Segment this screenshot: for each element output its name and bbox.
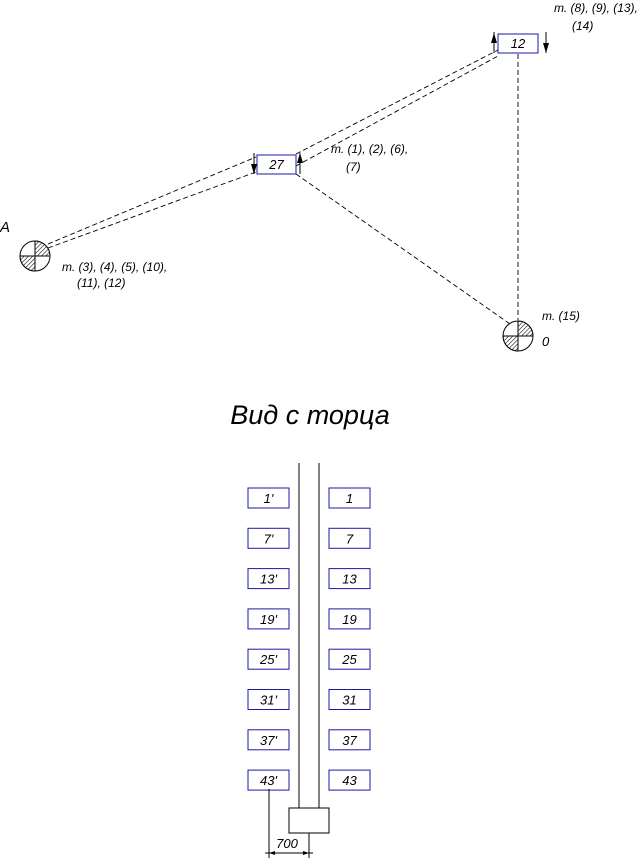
- left-box: [247, 568, 290, 590]
- point-o-label: 0: [542, 334, 550, 349]
- right-box-label: 25: [341, 652, 357, 667]
- left-box-label: 7': [264, 531, 274, 546]
- arrow-down-icon: [543, 43, 549, 53]
- dashed-connection-lines: [47, 49, 519, 325]
- left-box: [247, 689, 290, 710]
- right-box-label: 13: [342, 572, 357, 587]
- arrow-right-icon: [303, 851, 309, 855]
- box-27-note-line1: т. (1), (2), (6),: [331, 142, 408, 156]
- box-27-note-line2: (7): [346, 160, 361, 174]
- right-box: [328, 689, 371, 710]
- end-view-column: [288, 463, 330, 834]
- left-box-label: 25': [259, 652, 277, 667]
- point-a-symbol: [19, 240, 51, 272]
- dimension-label: 700: [276, 836, 298, 851]
- right-box-label: 37: [342, 733, 357, 748]
- left-box-label: 19': [260, 612, 277, 627]
- right-box: [328, 568, 371, 590]
- left-box-label: 43': [260, 773, 277, 788]
- point-o-symbol: [502, 320, 534, 352]
- box-12: 12: [491, 32, 549, 54]
- arrow-up-icon: [491, 33, 497, 43]
- box-12-note-line1: т. (8), (9), (13),: [554, 1, 638, 15]
- arrow-left-icon: [269, 851, 275, 855]
- right-box-label: 7: [346, 531, 354, 546]
- left-box: [247, 487, 290, 509]
- left-box: [247, 648, 290, 670]
- right-box: [328, 769, 371, 791]
- left-box: [247, 729, 290, 751]
- box-12-label: 12: [511, 36, 526, 51]
- point-a-note-line1: т. (3), (4), (5), (10),: [62, 260, 167, 274]
- right-box-column: 1 7 13 19 25 31 37 43: [328, 487, 371, 791]
- box-27-label: 27: [268, 157, 284, 172]
- right-box-label: 1: [346, 491, 353, 506]
- right-box: [328, 608, 371, 630]
- left-box-label: 31': [260, 693, 277, 708]
- left-box-label: 1': [264, 491, 274, 506]
- point-o-note: т. (15): [542, 309, 580, 323]
- end-view-title: Вид с торца: [230, 400, 389, 430]
- left-box-label: 13': [260, 572, 277, 587]
- arrow-up-icon: [297, 153, 303, 163]
- point-a-note-line2: (11), (12): [77, 276, 125, 290]
- right-box: [328, 527, 371, 549]
- arrow-down-icon: [251, 164, 257, 174]
- box-27: 27: [251, 153, 303, 175]
- dimension-700: [265, 789, 313, 858]
- box-12-note-line2: (14): [572, 19, 593, 33]
- left-box: [247, 527, 290, 549]
- right-box: [328, 487, 371, 509]
- left-box-label: 37': [260, 733, 277, 748]
- point-a-label: A: [0, 219, 10, 236]
- right-box-label: 19: [342, 612, 356, 627]
- end-view-base: [288, 807, 330, 834]
- right-box-label: 31: [342, 693, 356, 708]
- left-box-column: 1' 7' 13' 19' 25' 31' 37' 43': [247, 487, 290, 791]
- right-box: [328, 648, 371, 670]
- right-box-label: 43: [342, 773, 357, 788]
- right-box: [328, 729, 371, 751]
- left-box: [247, 608, 290, 630]
